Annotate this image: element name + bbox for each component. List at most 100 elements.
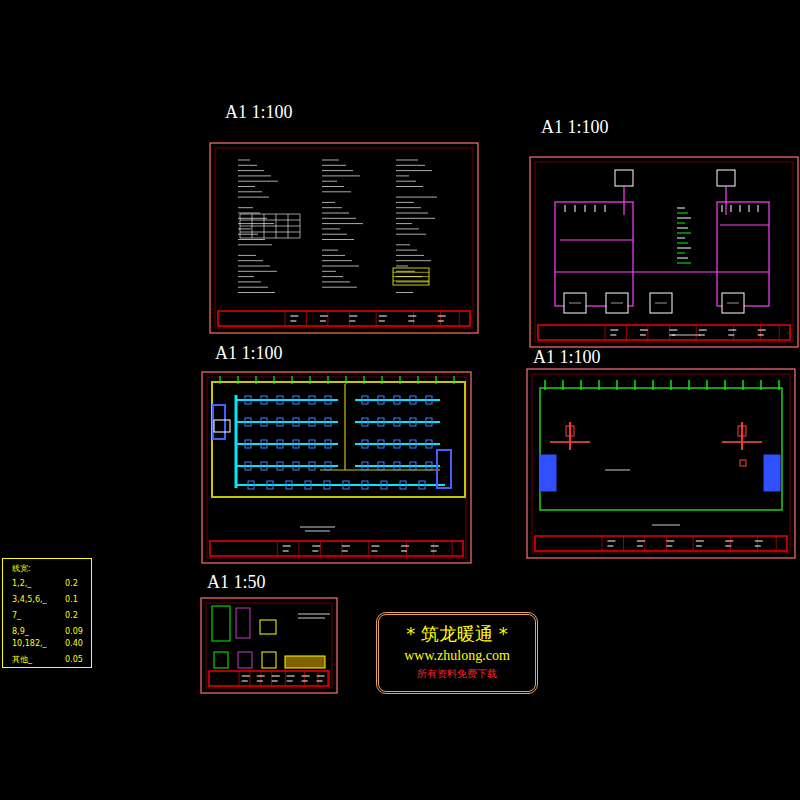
- note-line: [677, 238, 685, 239]
- watermark-text: www.zhulong.com: [379, 648, 535, 664]
- title-mark: [610, 330, 618, 331]
- table: [393, 268, 429, 285]
- diffuser: [362, 481, 368, 489]
- sheet-scale: A1 1:50: [207, 571, 266, 593]
- title-divider: [306, 311, 307, 326]
- title-mark: [607, 541, 615, 542]
- note-line: [322, 287, 357, 288]
- grid-axis: [562, 380, 563, 390]
- pipe: [720, 224, 769, 225]
- title-mark: [242, 676, 250, 677]
- valve: [758, 205, 759, 212]
- note-line: [238, 207, 253, 208]
- valve: [731, 205, 732, 212]
- title-mark: [342, 546, 350, 547]
- note-line: [322, 239, 354, 240]
- grid-axis: [237, 376, 238, 384]
- note-line: [238, 218, 267, 219]
- note-line: [322, 223, 363, 224]
- title-divider: [341, 541, 342, 556]
- chiller-unit: [564, 293, 586, 313]
- title-mark: [725, 541, 733, 542]
- title-mark: [755, 541, 763, 542]
- note-line: [238, 223, 274, 224]
- valve: [722, 205, 723, 212]
- diffuser: [378, 440, 384, 448]
- grid-axis: [652, 380, 653, 390]
- sheet-scale: A1 1:100: [541, 116, 609, 138]
- title-mark: [607, 546, 613, 547]
- note-line: [322, 228, 340, 229]
- note-line: [396, 218, 435, 219]
- grid-axis: [345, 376, 346, 384]
- diffuser: [325, 462, 331, 470]
- grid-axis: [688, 380, 689, 390]
- note-line: [322, 250, 338, 251]
- grid-axis: [760, 380, 761, 390]
- diffuser: [309, 440, 315, 448]
- title-mark: [290, 321, 296, 322]
- note-line: [396, 271, 415, 272]
- title-divider: [327, 671, 328, 686]
- grid-axis: [417, 376, 418, 384]
- sheet-frame: [530, 157, 798, 347]
- sheet-inner-border: [535, 162, 793, 342]
- note-line: [396, 292, 413, 293]
- note-line: [322, 260, 352, 261]
- note-line: [396, 266, 408, 267]
- title-mark: [401, 546, 409, 547]
- grid-axis: [291, 376, 292, 384]
- note-line: [396, 160, 418, 161]
- diffuser: [286, 481, 292, 489]
- note-line: [322, 202, 335, 203]
- cad-line: [305, 531, 330, 532]
- sheet-inner-border: [206, 603, 332, 688]
- sheet-border: [202, 372, 471, 563]
- diffuser: [309, 418, 315, 426]
- note-line: [238, 281, 261, 282]
- pipe: [560, 239, 633, 240]
- title-divider: [277, 541, 278, 556]
- title-mark: [666, 541, 674, 542]
- title-divider: [626, 325, 627, 340]
- title-mark: [287, 681, 293, 682]
- note-line: [396, 234, 426, 235]
- grid-axis: [219, 376, 220, 384]
- diffuser: [426, 396, 432, 404]
- valve: [565, 205, 566, 212]
- diffuser: [378, 418, 384, 426]
- diffuser: [245, 418, 251, 426]
- table-line: [276, 214, 277, 238]
- note-line: [238, 181, 278, 182]
- grid-axis: [778, 380, 779, 390]
- note-line: [396, 197, 437, 198]
- note-line: [322, 271, 336, 272]
- title-mark: [320, 321, 326, 322]
- diffuser: [293, 396, 299, 404]
- table-line: [240, 214, 300, 215]
- title-mark: [610, 335, 616, 336]
- cad-line: [672, 335, 700, 336]
- pipe-loop: [555, 202, 633, 306]
- line-width-entry: 0.1: [65, 595, 78, 605]
- line-width-table: 线宽:1,2,_0.23,4,5,6,_0.17_0.28,9_0.0910,1…: [2, 558, 92, 668]
- note-line: [396, 165, 425, 166]
- cad-line: [611, 303, 623, 304]
- diffuser: [309, 396, 315, 404]
- note-line: [322, 207, 342, 208]
- note-line: [322, 165, 346, 166]
- table-line: [240, 214, 241, 238]
- title-mark: [342, 551, 348, 552]
- note-line: [677, 233, 691, 234]
- title-block: [209, 671, 329, 686]
- diffuser: [277, 462, 283, 470]
- detail-table: [285, 656, 325, 668]
- diffuser: [261, 396, 267, 404]
- title-divider: [271, 671, 272, 686]
- title-mark: [640, 330, 648, 331]
- note-line: [238, 213, 260, 214]
- note-line: [396, 228, 419, 229]
- title-mark: [725, 546, 731, 547]
- chiller-unit: [650, 293, 672, 313]
- title-divider: [249, 671, 250, 686]
